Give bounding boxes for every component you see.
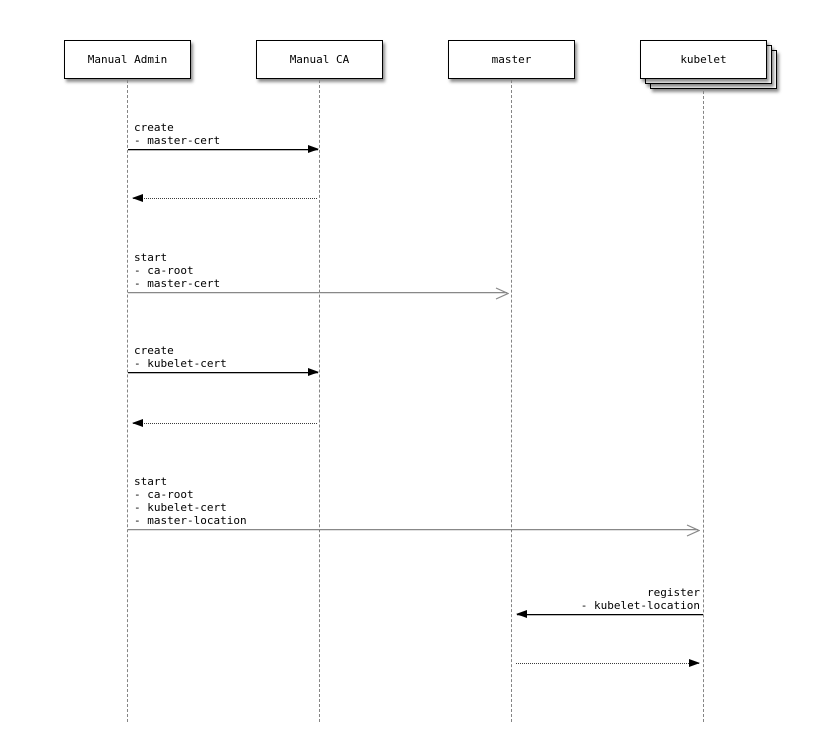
filled-arrowhead-right-icon [308,368,319,376]
actor-label: Manual Admin [87,53,168,66]
lifeline-manual-ca [319,80,320,722]
message-1-arrow [128,145,319,153]
message-7-arrow [516,610,703,618]
filled-arrowhead-right-icon [308,145,319,153]
lifeline-manual-admin [127,80,128,722]
filled-arrowhead-left-icon [516,610,527,618]
actor-box-kubelet-stack: kubelet [640,40,782,94]
message-8-return-arrow [516,659,700,667]
message-4-arrow [128,368,319,376]
filled-arrowhead-left-icon [132,194,143,202]
message-6-label: start - ca-root - kubelet-cert - master-… [134,475,247,527]
message-4-label: create - kubelet-cert [134,344,227,370]
filled-arrowhead-left-icon [132,419,143,427]
open-arrowhead-right-icon [686,523,700,537]
actor-box-manual-ca: Manual CA [256,40,383,79]
message-1-label: create - master-cert [134,121,221,147]
open-arrowhead-right-icon [495,286,509,300]
message-2-return-arrow [132,194,317,202]
actor-box-manual-admin: Manual Admin [64,40,191,79]
message-3-label: start - ca-root - master-cert [134,251,221,290]
message-6-arrow [128,523,700,537]
actor-box-master: master [448,40,575,79]
actor-label: Manual CA [289,53,350,66]
message-5-return-arrow [132,419,317,427]
filled-arrowhead-right-icon [689,659,700,667]
actor-box-kubelet: kubelet [640,40,767,79]
actor-label: kubelet [680,53,727,66]
actor-label: master [491,53,532,66]
message-3-arrow [128,286,509,300]
lifeline-kubelet [703,91,704,722]
lifeline-master [511,80,512,722]
message-7-label: register - kubelet-location [580,586,700,612]
